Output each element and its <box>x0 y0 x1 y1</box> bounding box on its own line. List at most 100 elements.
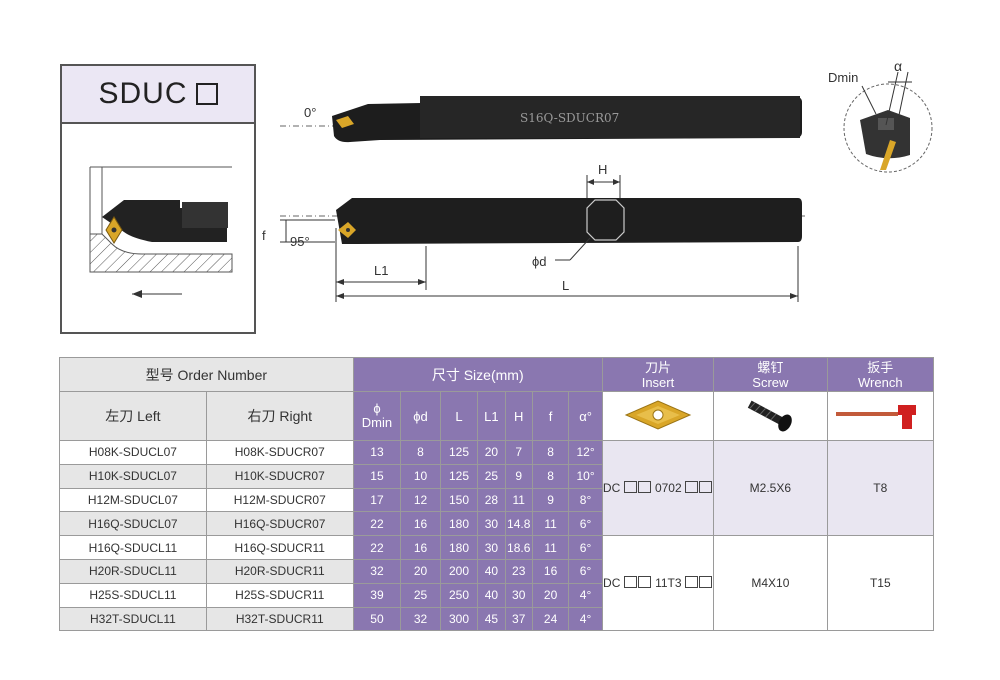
L-cell: 180 <box>439 511 479 537</box>
bar-engraving: S16Q-SDUCR07 <box>520 111 619 125</box>
left-header: 左刀 Left <box>59 391 207 441</box>
d-cell: 16 <box>400 511 441 537</box>
d-cell: 16 <box>400 535 441 560</box>
insert-cell: DC 0702 <box>601 439 715 537</box>
left-model-cell: H10K-SDUCL07 <box>59 463 207 489</box>
H-cell: 11 <box>504 487 533 513</box>
dmin-cell: 32 <box>352 558 402 584</box>
screw-header-en: Screw <box>752 374 789 390</box>
right-model-cell: H12M-SDUCR07 <box>205 487 354 513</box>
L-cell: 150 <box>439 487 479 513</box>
H-cell: 23 <box>504 558 533 584</box>
L-cell: 200 <box>439 558 479 584</box>
cutaway-drawing <box>89 166 233 298</box>
wrench-cell: T15 <box>826 535 935 632</box>
d-cell: 8 <box>400 440 441 465</box>
L1-cell: 28 <box>477 487 506 513</box>
wrench-image-cell <box>826 391 935 441</box>
d-col-header: ϕd <box>400 391 441 441</box>
box-placeholder-icon <box>699 481 712 494</box>
dmin-cell: 13 <box>352 440 402 465</box>
right-model-cell: H25S-SDUCR11 <box>205 582 354 608</box>
L1-cell: 40 <box>477 558 506 584</box>
right-model-cell: H16Q-SDUCR11 <box>205 535 354 560</box>
left-model-cell: H12M-SDUCL07 <box>59 487 207 513</box>
wrench-icon <box>836 404 917 429</box>
box-placeholder-icon <box>195 83 218 105</box>
dim-phid-label: ϕd <box>532 254 547 269</box>
insert-header-cn: 刀片 <box>644 359 671 375</box>
L1-cell: 30 <box>477 535 506 560</box>
insert-mid: 0702 <box>654 481 682 496</box>
L-cell: 125 <box>439 440 479 465</box>
box-placeholder-icon <box>684 576 698 589</box>
screw-header: 螺钉 Screw <box>713 357 828 392</box>
insert-icon <box>624 399 692 430</box>
L1-cell: 45 <box>477 606 506 632</box>
d-cell: 12 <box>400 487 441 513</box>
alpha-cell: 4° <box>568 582 603 608</box>
alpha-cell: 8° <box>568 487 603 513</box>
box-placeholder-icon <box>698 576 712 589</box>
L-cell: 125 <box>439 463 479 489</box>
box-placeholder-icon <box>637 576 651 589</box>
H-cell: 14.8 <box>504 511 533 537</box>
dim-H-label: H <box>598 162 608 177</box>
f-col-header: f <box>531 391 570 441</box>
alpha-cell: 12° <box>568 440 603 465</box>
insert-cell: DC 11T3 <box>601 535 715 632</box>
bottom-bar-drawing <box>280 175 805 302</box>
L1-col-header: L1 <box>477 391 506 441</box>
order-number-header: 型号 Order Number <box>59 357 354 392</box>
f-cell: 20 <box>531 582 570 608</box>
wrench-cell: T8 <box>826 439 935 537</box>
wrench-header-cn: 扳手 <box>867 359 894 375</box>
H-cell: 7 <box>504 440 533 465</box>
right-model-cell: H10K-SDUCR07 <box>205 463 354 489</box>
size-header: 尺寸 Size(mm) <box>352 357 603 392</box>
d-cell: 10 <box>400 463 441 489</box>
spec-table: 型号 Order Number 尺寸 Size(mm) 刀片 Insert 螺钉… <box>59 357 935 632</box>
left-model-cell: H20R-SDUCL11 <box>59 558 207 584</box>
f-cell: 24 <box>531 606 570 632</box>
insert-header-en: Insert <box>641 374 675 390</box>
L1-cell: 40 <box>477 582 506 608</box>
insert-prefix: DC <box>603 576 621 591</box>
left-model-cell: H25S-SDUCL11 <box>59 582 207 608</box>
right-header: 右刀 Right <box>205 391 354 441</box>
dmin-col-text: Dmin <box>361 415 393 430</box>
right-model-cell: H08K-SDUCR07 <box>205 440 354 465</box>
dim-L-label: L <box>562 278 570 293</box>
alpha-cell: 6° <box>568 511 603 537</box>
d-cell: 25 <box>400 582 441 608</box>
L1-cell: 20 <box>477 440 506 465</box>
alpha-col-header: α° <box>568 391 603 441</box>
dim-L1-label: L1 <box>374 263 389 278</box>
L-col-header: L <box>439 391 479 441</box>
f-cell: 9 <box>531 487 570 513</box>
title-header: SDUC <box>62 66 254 124</box>
right-model-cell: H16Q-SDUCR07 <box>205 511 354 537</box>
L-cell: 250 <box>439 582 479 608</box>
wrench-header-en: Wrench <box>858 374 903 390</box>
screw-header-cn: 螺钉 <box>757 359 784 375</box>
dmin-col-phi: ϕ <box>373 401 381 416</box>
title-text: SDUC <box>98 77 188 110</box>
box-placeholder-icon <box>637 481 651 494</box>
left-model-cell: H16Q-SDUCL11 <box>59 535 207 560</box>
dmin-cell: 39 <box>352 582 402 608</box>
angle-0-label: 0° <box>304 105 317 120</box>
f-cell: 8 <box>531 440 570 465</box>
left-model-cell: H32T-SDUCL11 <box>59 606 207 632</box>
H-cell: 37 <box>504 606 533 632</box>
insert-image-cell <box>601 391 715 441</box>
left-model-cell: H16Q-SDUCL07 <box>59 511 207 537</box>
dmin-detail-drawing <box>843 71 933 173</box>
top-bar-drawing: S16Q-SDUCR07 <box>280 96 802 143</box>
alpha-label: α <box>894 58 903 74</box>
f-cell: 16 <box>531 558 570 584</box>
dmin-cell: 17 <box>352 487 402 513</box>
alpha-cell: 6° <box>568 558 603 584</box>
box-placeholder-icon <box>685 481 698 494</box>
box-placeholder-icon <box>623 576 637 589</box>
